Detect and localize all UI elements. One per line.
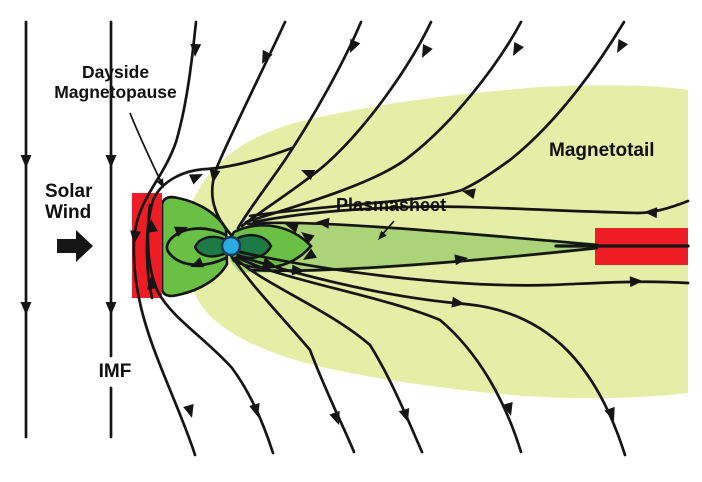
field-line <box>210 20 287 237</box>
earth <box>220 235 242 257</box>
field-line <box>235 255 523 454</box>
arrowhead-icon <box>513 41 524 56</box>
arrowhead-icon <box>303 248 317 260</box>
arrowhead-icon <box>190 257 205 268</box>
arrowhead-icon <box>130 230 142 244</box>
arrowhead-icon <box>262 49 273 64</box>
field-line <box>236 20 363 230</box>
arrowhead-icon <box>329 410 340 425</box>
arrowhead-icon <box>301 232 315 245</box>
arrowhead-icon <box>301 170 316 181</box>
plasmasheet-label: Plasmasheet <box>336 195 447 215</box>
arrowhead-icon <box>20 155 32 168</box>
label-pointer-arrowhead-icon <box>378 230 387 240</box>
arrowhead-icon <box>316 217 330 229</box>
arrowhead-icon <box>350 38 361 53</box>
arrowhead-icon <box>147 219 159 233</box>
label-pointer-line <box>129 112 163 185</box>
arrowhead-icon <box>604 406 615 421</box>
arrowhead-icon <box>188 174 203 185</box>
arrowhead-icon <box>262 257 276 268</box>
arrowhead-icon <box>644 207 658 219</box>
field-line <box>246 221 599 247</box>
arrowhead-icon <box>629 276 643 288</box>
arrowhead-icon <box>105 155 117 168</box>
field-line <box>244 20 523 224</box>
dayside-magnetopause-label-line1: Dayside <box>81 62 150 82</box>
arrowhead-icon <box>105 302 117 315</box>
arrowhead-icon <box>422 43 433 58</box>
arrowhead-icon <box>291 264 305 276</box>
field-line <box>248 246 599 273</box>
solar-wind-label-line1: Solar <box>45 181 93 202</box>
arrowhead-icon <box>617 38 629 53</box>
solar-wind-arrow <box>57 230 93 262</box>
arrowhead-icon <box>249 402 260 417</box>
arrowhead-icon <box>502 401 513 416</box>
arrowhead-icon <box>183 403 194 418</box>
arrowhead-icon <box>209 169 221 183</box>
dayside-magnetopause-label: Dayside Magnetopause <box>38 62 193 102</box>
arrowhead-icon <box>190 43 202 57</box>
solar-wind-label: Solar Wind <box>45 181 93 224</box>
arrowhead-icon <box>173 226 188 237</box>
solar-wind-label-line2: Wind <box>45 202 92 224</box>
field-line <box>248 20 626 218</box>
field-direction-arrows <box>20 38 658 425</box>
arrowhead-icon <box>20 302 32 315</box>
label-pointer-arrows <box>156 178 387 240</box>
arrowhead-icon <box>398 407 410 422</box>
arrowhead-icon <box>285 222 300 234</box>
field-line <box>231 256 356 454</box>
field-line <box>240 20 433 228</box>
imf-label: IMF <box>98 361 132 382</box>
magnetotail-label: Magnetotail <box>549 140 655 161</box>
label-pointer-arrowhead-icon <box>156 178 164 188</box>
arrowhead-icon <box>146 276 158 290</box>
dayside-magnetopause-label-line2: Magnetopause <box>54 81 177 102</box>
arrowhead-icon <box>454 254 468 266</box>
arrowhead-icon <box>462 188 476 200</box>
arrowhead-icon <box>451 296 465 308</box>
